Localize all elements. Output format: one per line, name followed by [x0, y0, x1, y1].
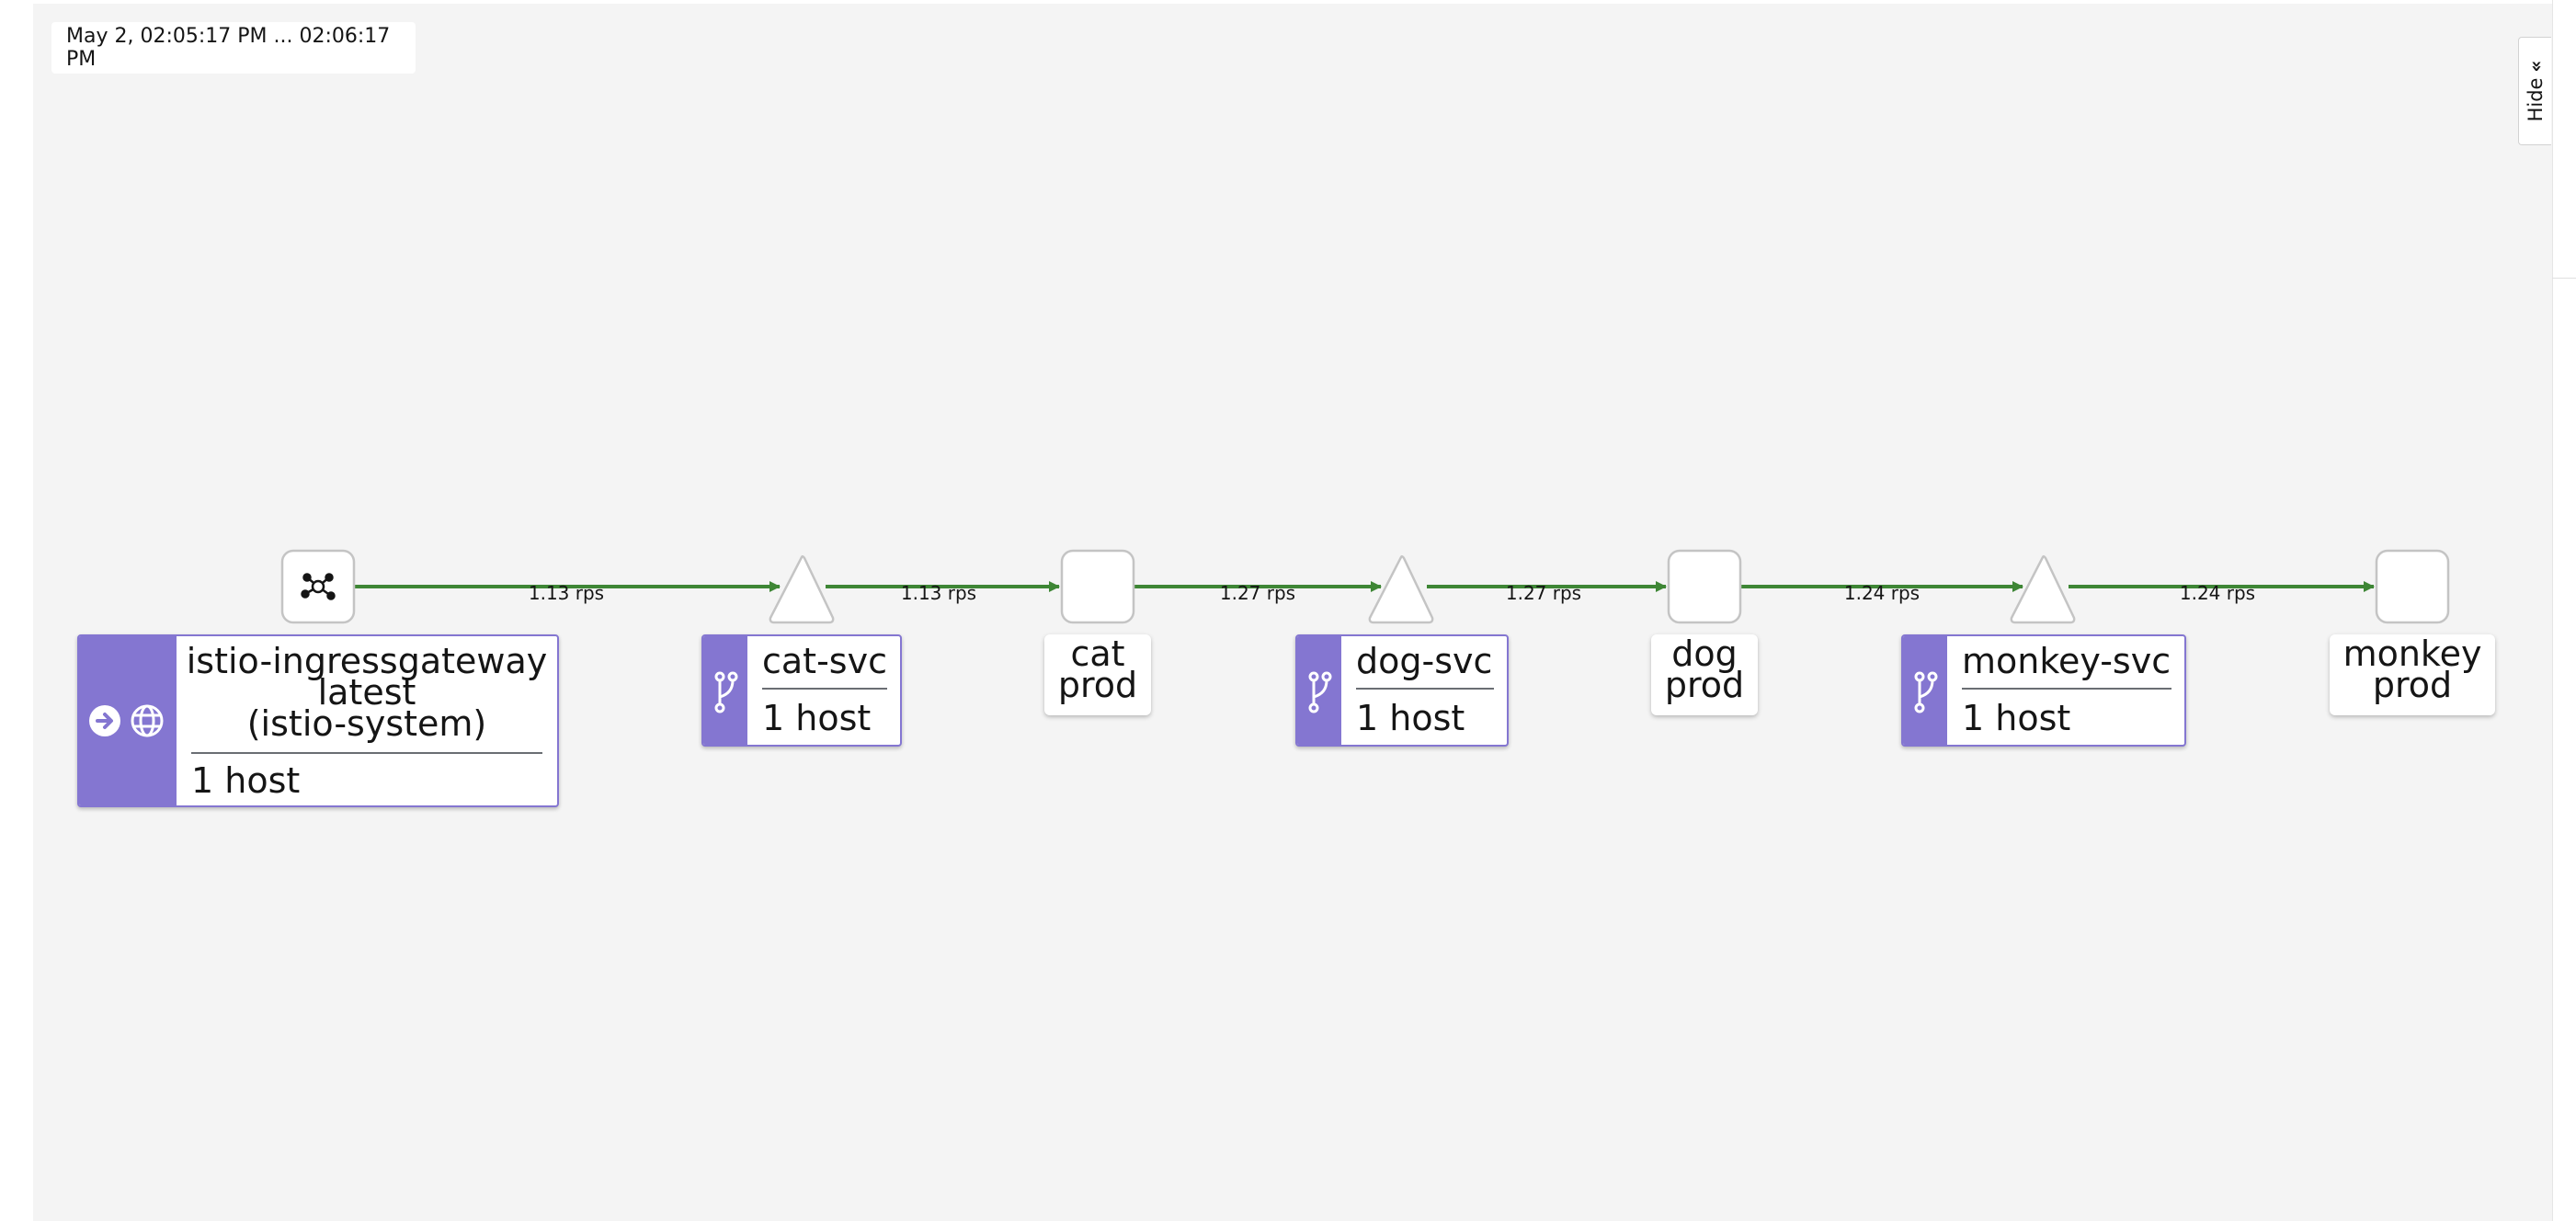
workload-app: monkey — [2342, 633, 2482, 674]
edge-rps-label: 1.24 rps — [2180, 582, 2255, 604]
workload-label-cat-prod[interactable]: cat prod — [1044, 634, 1151, 715]
workload-node-shape-cat[interactable] — [1060, 549, 1135, 624]
edge-rps-label: 1.27 rps — [1220, 582, 1295, 604]
service-name: dog-svc — [1356, 641, 1493, 681]
gateway-divider — [191, 752, 542, 754]
service-label-monkey-svc[interactable]: monkey-svc 1 host — [1901, 634, 2186, 747]
service-hosts: 1 host — [1962, 698, 2071, 738]
service-icon-band — [703, 636, 747, 745]
service-divider — [1962, 688, 2171, 690]
service-hosts: 1 host — [1356, 698, 1465, 738]
workload-version: prod — [2372, 665, 2453, 705]
workload-node-shape-monkey[interactable] — [2375, 549, 2450, 624]
code-branch-icon — [1308, 671, 1332, 713]
gateway-label-box[interactable]: istio-ingressgateway latest (istio-syste… — [77, 634, 559, 807]
mesh-topology-icon — [301, 573, 336, 600]
edge-rps-label: 1.27 rps — [1506, 582, 1581, 604]
service-label-cat-svc[interactable]: cat-svc 1 host — [701, 634, 902, 747]
graph-canvas[interactable] — [33, 4, 2552, 1221]
service-divider — [762, 688, 887, 690]
edge-cat-prod-to-dog-svc[interactable]: 1.27 rps — [1133, 581, 1382, 604]
service-node-shape-cat[interactable] — [769, 554, 835, 624]
gateway-icon-band — [79, 636, 177, 805]
gateway-name: istio-ingressgateway — [186, 641, 548, 681]
edge-gateway-to-cat-svc[interactable]: 1.13 rps — [355, 581, 781, 604]
gateway-namespace: (istio-system) — [246, 703, 487, 744]
workload-version: prod — [1664, 665, 1745, 705]
service-hosts: 1 host — [762, 698, 872, 738]
side-panel-strip — [2552, 0, 2576, 1221]
workload-app: dog — [1671, 633, 1738, 674]
workload-app: cat — [1070, 633, 1125, 674]
service-node-shape-monkey[interactable] — [2010, 554, 2076, 624]
workload-label-monkey-prod[interactable]: monkey prod — [2330, 634, 2495, 715]
gateway-node-shape[interactable] — [280, 549, 356, 624]
workload-node-shape-dog[interactable] — [1667, 549, 1742, 624]
gateway-version: latest — [317, 672, 416, 713]
arrow-circle-right-icon — [89, 705, 120, 736]
workload-label-dog-prod[interactable]: dog prod — [1651, 634, 1758, 715]
edge-rps-label: 1.13 rps — [901, 582, 976, 604]
edge-cat-svc-to-cat-prod[interactable]: 1.13 rps — [826, 581, 1060, 604]
edge-rps-label: 1.24 rps — [1844, 582, 1920, 604]
code-branch-icon — [714, 671, 738, 713]
workload-version: prod — [1057, 665, 1138, 705]
hide-panel-toggle[interactable]: Hide « — [2518, 37, 2551, 145]
service-divider — [1356, 688, 1494, 690]
edge-rps-label: 1.13 rps — [529, 582, 604, 604]
code-branch-icon — [1914, 671, 1938, 713]
edge-monkey-svc-to-monkey-prod[interactable]: 1.24 rps — [2069, 581, 2375, 604]
gateway-icons — [89, 704, 164, 737]
gateway-hosts: 1 host — [191, 760, 301, 801]
service-node-shape-dog[interactable] — [1368, 554, 1434, 624]
left-margin — [0, 0, 33, 1221]
service-name: cat-svc — [762, 641, 887, 681]
side-panel-divider — [2552, 278, 2576, 279]
globe-icon — [131, 704, 164, 737]
service-icon-band — [1297, 636, 1341, 745]
time-range-label: May 2, 02:05:17 PM ... 02:06:17 PM — [51, 22, 416, 74]
edge-dog-prod-to-monkey-svc[interactable]: 1.24 rps — [1739, 581, 2023, 604]
service-label-dog-svc[interactable]: dog-svc 1 host — [1295, 634, 1509, 747]
edge-dog-svc-to-dog-prod[interactable]: 1.27 rps — [1427, 581, 1667, 604]
service-name: monkey-svc — [1962, 641, 2171, 681]
service-icon-band — [1903, 636, 1947, 745]
